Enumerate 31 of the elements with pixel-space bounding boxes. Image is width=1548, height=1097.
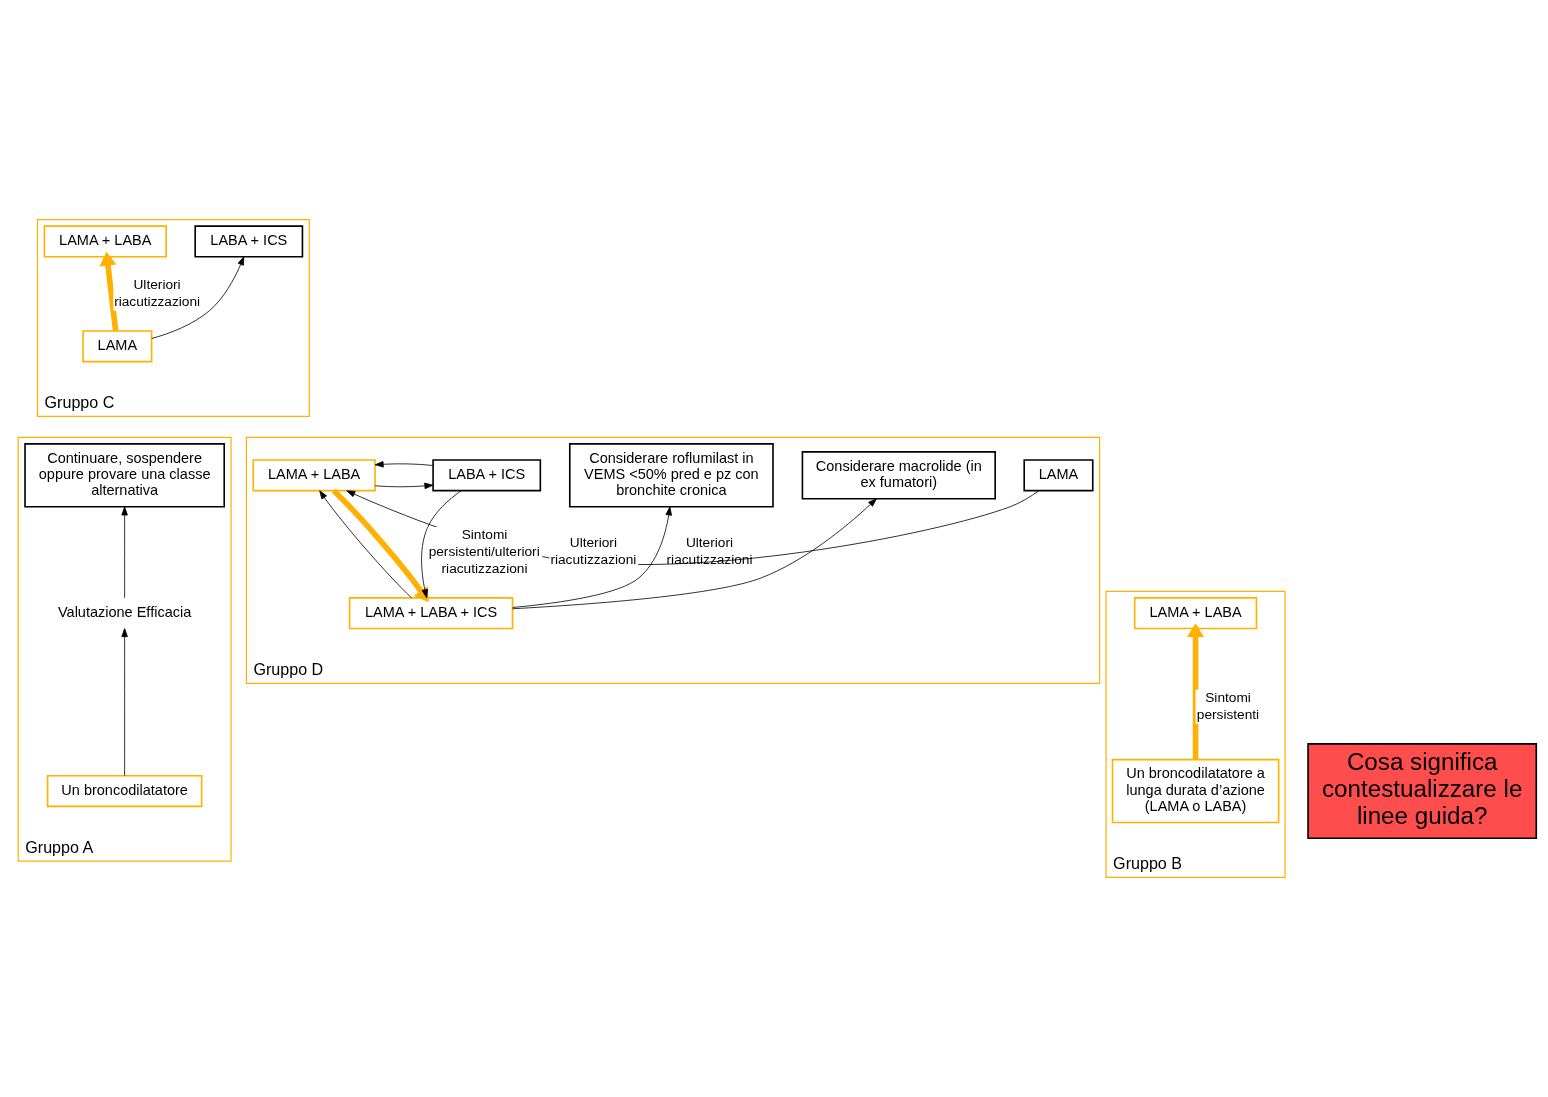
edge-label: Ulteriori riacutizzazioni — [114, 276, 201, 309]
node-box: LAMA + LABA + ICS — [348, 597, 514, 630]
node-box: LABA + ICS — [194, 225, 304, 258]
node-box: Considerare macrolide (in ex fumatori) — [801, 451, 996, 500]
arrow — [151, 256, 245, 339]
edge-label: Ulteriori riacutizzazioni — [550, 535, 637, 568]
node-box: LAMA + LABA — [1133, 597, 1258, 630]
edge-label: Sintomi persistenti — [1196, 689, 1260, 722]
node-text: Valutazione Efficacia — [57, 603, 192, 620]
node-box: Un broncodilatatore — [46, 774, 203, 808]
arrow — [99, 251, 119, 332]
arrow — [374, 461, 434, 468]
node-box: Un broncodilatatore a lunga durata d’azione (LAMA o LABA) — [1111, 758, 1280, 824]
arrow — [319, 490, 412, 599]
arrow — [121, 506, 128, 599]
node-box: LABA + ICS — [432, 459, 542, 492]
arrow — [1187, 623, 1205, 760]
node-box: LAMA + LABA — [43, 225, 167, 258]
node-box: LAMA + LABA — [252, 459, 376, 492]
arrow — [512, 506, 672, 608]
node-box: Considerare roflumilast in VEMS <50% pred e pz con bronchite cronica — [568, 443, 774, 508]
arrow — [331, 488, 429, 603]
arrow — [512, 498, 877, 610]
edge-label: Sintomi persistenti/ulteriori riacutizzazioni — [428, 527, 540, 576]
node-box: Continuare, sospendere oppure provare una classe alternativa — [24, 443, 225, 508]
arrow — [121, 628, 128, 776]
arrow — [421, 490, 462, 599]
node-box: LAMA — [82, 330, 153, 363]
label: Cosa significa contestualizzare le linee guida? — [1322, 748, 1523, 829]
arrow — [374, 482, 434, 490]
node-box: LAMA — [1023, 459, 1094, 492]
